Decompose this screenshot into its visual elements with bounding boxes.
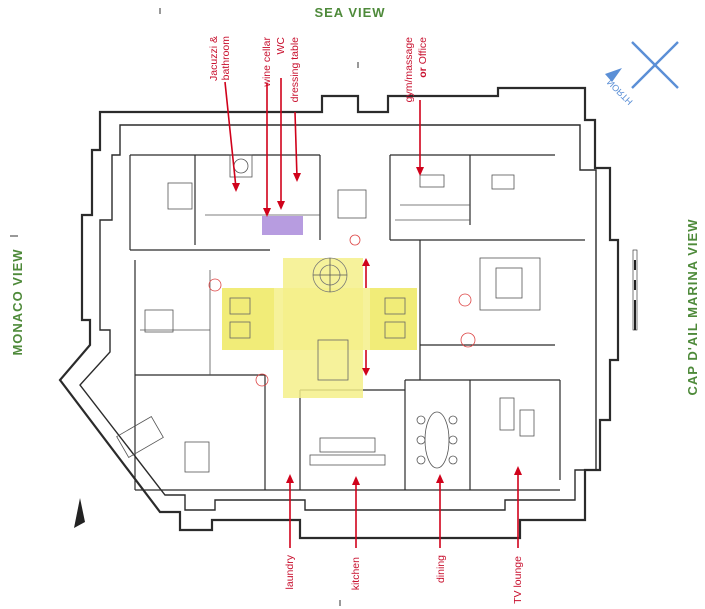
label-tv-lounge: TV lounge [512, 556, 524, 604]
north-label: NORTH [605, 77, 635, 107]
label-jacuzzi-2: bathroom [220, 36, 232, 81]
label-gym: gym/massage [403, 37, 415, 103]
label-laundry: laundry [284, 554, 296, 589]
label-dining: dining [435, 555, 447, 583]
top-annotations: Jacuzzi & bathroom wine cellar WC dressi… [208, 36, 429, 217]
furniture [116, 154, 541, 473]
label-wine-cellar: wine cellar [261, 37, 273, 88]
cap-dail-view-label: CAP D'AIL MARINA VIEW [685, 219, 700, 396]
compass-icon: NORTH [605, 41, 679, 107]
label-gym-office: or Office [417, 37, 429, 78]
label-kitchen: kitchen [350, 557, 362, 590]
highlighted-core [222, 257, 417, 398]
bottom-annotations: laundry kitchen dining TV lounge [284, 466, 524, 604]
sea-view-label: SEA VIEW [314, 5, 385, 20]
label-gym-office-word: Office [417, 37, 429, 64]
building-outline [58, 86, 620, 540]
label-gym-main: gym/massage [403, 37, 415, 103]
scale-bar [632, 249, 638, 331]
core-arrows [362, 258, 370, 376]
label-gym-or: or [417, 67, 429, 78]
wine-cellar-highlight [262, 216, 303, 235]
label-jacuzzi-1: Jacuzzi & [208, 36, 220, 81]
plan-north-arrow-icon [74, 498, 85, 528]
label-wc: WC [275, 37, 287, 55]
label-dressing-table: dressing table [289, 37, 301, 103]
monaco-view-label: MONACO VIEW [10, 248, 25, 355]
